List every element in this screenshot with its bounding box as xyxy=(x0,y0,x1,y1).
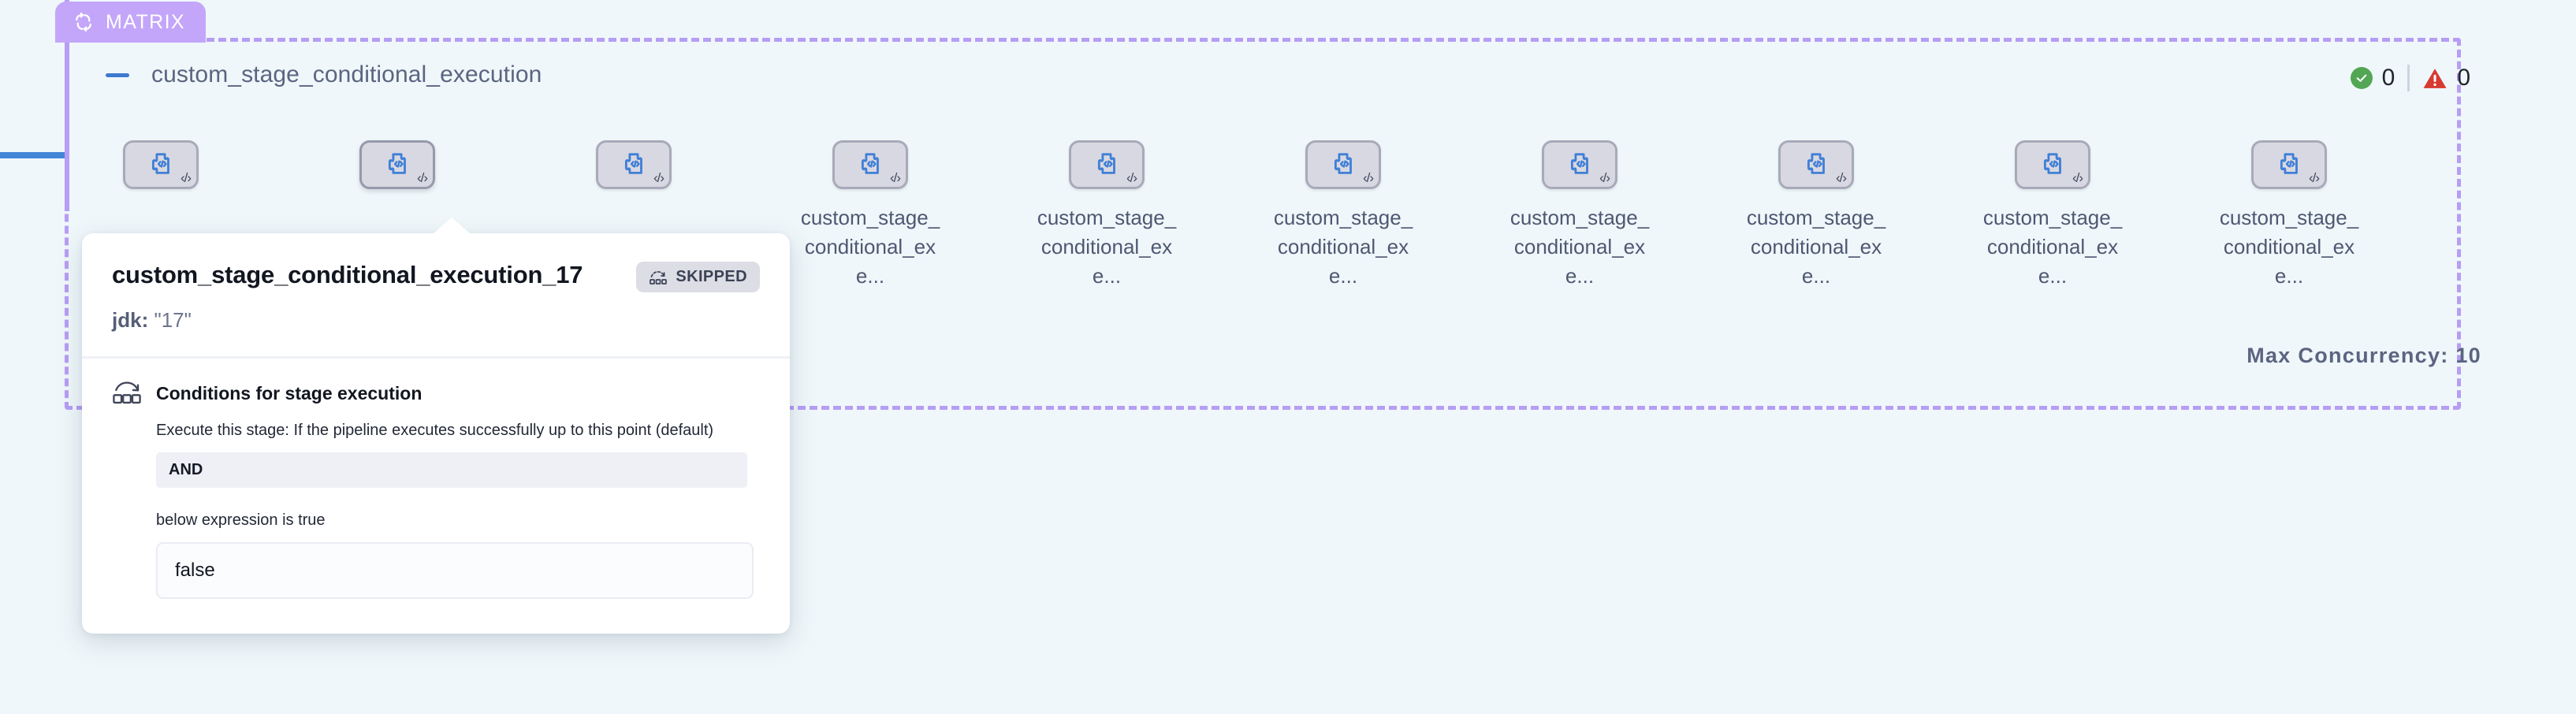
matrix-tab-label: MATRIX xyxy=(106,10,185,33)
stage-node-button[interactable]: ‹/› xyxy=(1305,140,1381,189)
plugin-code-icon xyxy=(861,153,879,174)
group-header: custom_stage_conditional_execution xyxy=(106,61,542,88)
stage-node-3: ‹/› custom_stage_conditional_exe... xyxy=(795,140,945,291)
stage-node-label: custom_stage_conditional_exe... xyxy=(1982,206,2123,288)
code-tag-icon: ‹/› xyxy=(180,170,192,185)
plugin-code-icon xyxy=(1334,153,1352,174)
skipped-icon xyxy=(649,270,668,285)
plugin-code-icon xyxy=(1097,153,1115,174)
stage-node-5: ‹/› custom_stage_conditional_exe... xyxy=(1268,140,1418,291)
success-count: 0 xyxy=(2381,65,2395,91)
plugin-code-icon xyxy=(624,153,642,174)
stage-node-button[interactable]: ‹/› xyxy=(1069,140,1145,189)
plugin-code-icon xyxy=(1570,153,1588,174)
stage-node-2: ‹/› xyxy=(559,140,709,203)
plugin-code-icon xyxy=(2043,153,2061,174)
stage-tooltip: custom_stage_conditional_execution_17 SK… xyxy=(82,218,790,634)
code-tag-icon: ‹/› xyxy=(653,170,664,185)
stage-node-4: ‹/› custom_stage_conditional_exe... xyxy=(1032,140,1182,291)
tooltip-title: custom_stage_conditional_execution_17 xyxy=(112,261,583,288)
conditions-operator: AND xyxy=(156,452,747,488)
stage-node-button[interactable]: ‹/› xyxy=(1542,140,1617,189)
tooltip-conditions-section: Conditions for stage execution Execute t… xyxy=(82,359,790,634)
counter-divider xyxy=(2407,65,2410,91)
expression-value[interactable]: false xyxy=(156,542,754,599)
stage-node-8: ‹/› custom_stage_conditional_exe... xyxy=(1978,140,2127,291)
plugin-code-icon xyxy=(1807,153,1825,174)
stage-node-row: ‹/› ‹/› ‹/› ‹/› custom_stage_conditional_exe… xyxy=(123,140,2369,288)
stage-node-0: ‹/› xyxy=(86,140,236,203)
success-counter[interactable]: 0 xyxy=(2338,66,2408,90)
code-tag-icon: ‹/› xyxy=(2308,170,2320,185)
code-tag-icon: ‹/› xyxy=(416,170,428,185)
incoming-connector-line xyxy=(0,152,68,158)
tooltip-divider xyxy=(82,356,790,359)
warning-counter[interactable]: 0 xyxy=(2410,66,2483,90)
code-tag-icon: ‹/› xyxy=(2072,170,2083,185)
stage-node-button[interactable]: ‹/› xyxy=(2015,140,2090,189)
stage-node-9: ‹/› custom_stage_conditional_exe... xyxy=(2214,140,2364,291)
stage-node-6: ‹/› custom_stage_conditional_exe... xyxy=(1505,140,1655,291)
status-badge-label: SKIPPED xyxy=(676,268,747,285)
page-title: custom_stage_conditional_execution xyxy=(151,61,542,87)
expression-label: below expression is true xyxy=(156,511,326,529)
minus-icon[interactable] xyxy=(106,73,129,77)
stage-node-label: custom_stage_conditional_exe... xyxy=(2219,206,2359,288)
tooltip-header: custom_stage_conditional_execution_17 SK… xyxy=(82,233,790,356)
matrix-tab[interactable]: MATRIX xyxy=(55,2,206,43)
tooltip-matrix-axis: jdk: "17" xyxy=(112,308,760,333)
stage-node-label: custom_stage_conditional_exe... xyxy=(1509,206,1650,288)
check-circle-icon xyxy=(2350,67,2373,89)
stage-node-button[interactable]: ‹/› xyxy=(2251,140,2327,189)
warning-triangle-icon xyxy=(2422,67,2448,90)
tooltip-arrow xyxy=(433,218,471,234)
stage-node-label: custom_stage_conditional_exe... xyxy=(800,206,940,288)
code-tag-icon: ‹/› xyxy=(1835,170,1847,185)
code-tag-icon: ‹/› xyxy=(1599,170,1610,185)
status-counters: 0 0 xyxy=(2338,65,2483,91)
conditions-icon xyxy=(112,381,142,406)
code-tag-icon: ‹/› xyxy=(1126,170,1137,185)
conditions-heading: Conditions for stage execution xyxy=(156,382,423,403)
tooltip-matrix-value: "17" xyxy=(154,308,192,332)
stage-node-button[interactable]: ‹/› xyxy=(123,140,199,189)
stage-node-button[interactable]: ‹/› xyxy=(359,140,435,189)
conditions-description: Execute this stage: If the pipeline exec… xyxy=(156,422,714,439)
stage-node-1: ‹/› xyxy=(322,140,472,203)
stage-node-label: custom_stage_conditional_exe... xyxy=(1273,206,1413,288)
plugin-code-icon xyxy=(388,153,406,174)
code-tag-icon: ‹/› xyxy=(1362,170,1374,185)
stage-node-button[interactable]: ‹/› xyxy=(596,140,672,189)
matrix-group-container xyxy=(65,38,2461,410)
stage-node-label: custom_stage_conditional_exe... xyxy=(1746,206,1886,288)
stage-node-button[interactable]: ‹/› xyxy=(832,140,908,189)
max-concurrency-label: Max Concurrency: 10 xyxy=(2247,344,2481,367)
status-badge: SKIPPED xyxy=(636,262,760,292)
code-tag-icon: ‹/› xyxy=(889,170,901,185)
plugin-code-icon xyxy=(2280,153,2298,174)
stage-node-label: custom_stage_conditional_exe... xyxy=(1037,206,1177,288)
loop-icon xyxy=(73,11,95,33)
tooltip-matrix-key: jdk: xyxy=(112,308,149,332)
plugin-code-icon xyxy=(151,153,169,174)
stage-node-button[interactable]: ‹/› xyxy=(1778,140,1854,189)
stage-node-7: ‹/› custom_stage_conditional_exe... xyxy=(1741,140,1891,291)
warning-count: 0 xyxy=(2457,65,2470,91)
